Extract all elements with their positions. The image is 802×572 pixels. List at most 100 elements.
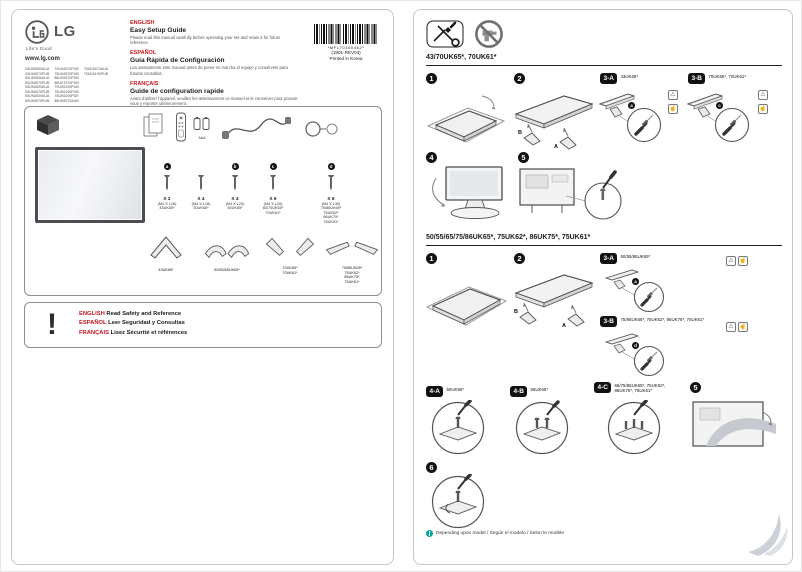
model-list: 43UK6500AUA 43UK6570PUB 50UK6500AUA 50UK… [25, 67, 108, 103]
s1-step3b-diagram: c [686, 88, 754, 146]
s2-step4c-label: 65/75/86UK65*, 75UK62*, 86UK75*, 75UK61* [614, 383, 666, 394]
model-list-col2: 70UK6570PUB 75UK6570PUB 86UK6570PUB 86UK… [54, 67, 79, 103]
safety-text: Leer Seguridad y Consultas [108, 320, 185, 327]
s2-step6-diagram [430, 473, 486, 535]
stand-43-icon [150, 236, 182, 259]
intro-english-lang: ENGLISH [130, 20, 155, 26]
barcode-number: *MFL70300462* [327, 45, 365, 50]
model-list-col1: 43UK6500AUA 43UK6570PUB 50UK6500AUA 50UK… [25, 67, 50, 103]
s1-step2-diagram: B A [512, 88, 596, 154]
stand-label: 50/55/65UK65* [214, 268, 240, 272]
power-cord-icon [221, 113, 293, 148]
s2-step5-diagram [688, 396, 780, 459]
exclamation-icon: ! [47, 308, 57, 341]
screw-qty: X 2 [163, 197, 171, 202]
leg-letter-b: B [518, 130, 522, 136]
brand-wordmark: LG [54, 23, 76, 40]
s2-step4a-badge: 4-A [426, 386, 444, 397]
bird-illustration [744, 506, 790, 563]
safety-line-fr: FRANÇAIS Lisez Sécurité et références [79, 330, 187, 336]
s1-step3b-label: 70UK65*, 70UK61* [708, 74, 747, 79]
s1-step5-badge: 5 [518, 152, 529, 163]
safety-notice-panel: ! ENGLISH Read Safety and Reference ESPA… [24, 302, 382, 348]
leg-letter-b: B [514, 309, 518, 315]
s2-step4a-label: 50UK65* [446, 387, 465, 392]
safety-line-en: ENGLISH Read Safety and Reference [79, 311, 187, 317]
s1-step3a-label: 43UK65* [620, 74, 639, 79]
model-list-col3: 75UK6570AUA 75UK6190PUB [83, 67, 109, 76]
screw-spec: (M4 X L20) [225, 202, 245, 206]
s1-step3a-warnings: ⚠ ☝ [668, 90, 678, 114]
screw-group-d: d X 6 (M4 X L30) 75/86UK65* 75UK62* 86UK… [307, 155, 355, 224]
s1-step3a-screw-marker: a [628, 102, 635, 109]
remote-control-icon [175, 112, 187, 147]
stand-label: 75/86UK65* 75UK62* 86UK75* 75UK61* [341, 266, 363, 284]
s2-step3b-warnings: ⚠ ☝ [726, 322, 748, 332]
s2-step1-badge: 1 [426, 253, 437, 264]
intro-english-title: Easy Setup Guide [130, 27, 187, 34]
printed-in-label: Printed in Korea [329, 55, 363, 61]
s2-step4a-header: 4-A 50UK65* [426, 386, 464, 397]
s2-step5-badge: 5 [690, 382, 701, 393]
pinch-warning-icon: ⚠ [726, 256, 736, 266]
s2-step3b-badge: 3-B [600, 316, 618, 327]
s2-step4c-badge: 4-C [594, 382, 612, 393]
screw-qty: X 6 [269, 197, 277, 202]
section2-title: 50/55/65/75/86UK65*, 75UK62*, 86UK75*, 7… [426, 234, 591, 241]
leg-letter-a: A [562, 323, 566, 329]
safety-line-es: ESPAÑOL Leer Seguridad y Consultas [79, 320, 187, 326]
screw-icon [185, 173, 217, 196]
screw-qty: X 4 [197, 197, 205, 202]
s1-step1-badge: 1 [426, 73, 437, 84]
brand-website: www.lg.com [25, 56, 60, 62]
section2-rule [426, 245, 782, 247]
screw-qty: X 6 [327, 197, 335, 202]
intro-spanish-title: Guía Rápida de Configuración [130, 57, 225, 65]
s1-step2-badge: 2 [514, 73, 525, 84]
screw-group-a: a X 2 (M4 X L16) 43UK65* [151, 155, 183, 211]
pinch-warning-icon: ⚠ [668, 90, 678, 100]
s2-step4a-diagram [430, 399, 486, 461]
s2-step3a-warnings: ⚠ ☝ [726, 256, 748, 266]
screw-models: 43UK65* [159, 206, 175, 210]
batteries-icon: AAA [193, 116, 211, 140]
s2-step2-diagram: B A [512, 267, 596, 335]
safety-lang: FRANÇAIS [79, 329, 109, 336]
s1-step4-diagram [424, 164, 512, 229]
intro-spanish-lang: ESPAÑOL [130, 50, 157, 57]
pinch-warning-icon: ⚠ [758, 90, 768, 100]
s2-step3a-label: 50/55/65UK65* [620, 254, 651, 259]
stand-75-icon [325, 241, 379, 255]
stand-label: 43UK65* [158, 268, 174, 272]
model-dependency-note: Depending upon model / Según el modelo /… [426, 530, 564, 537]
screw-group-a2: X 4 (M4 X L16) 50UK65* [185, 155, 217, 211]
intro-spanish-body: Lea atentamente este manual antes de pon… [130, 65, 288, 76]
s2-step3a-diagram: a [604, 266, 672, 316]
screw-icon [151, 173, 183, 196]
safety-text: Read Safety and Reference [106, 311, 182, 317]
s2-step3a-badge: 3-A [600, 253, 618, 264]
tv-front-illustration [35, 147, 145, 223]
screw-marker-a: a [163, 163, 171, 170]
stand-70-icon [265, 237, 315, 256]
safety-lang: ESPAÑOL [79, 320, 107, 327]
section1-rule [426, 65, 782, 67]
hand-warning-icon: ☝ [738, 322, 748, 332]
s2-step4c-header: 4-C 65/75/86UK65*, 75UK62*, 86UK75*, 75U… [594, 382, 666, 393]
screw-models: 50UK65* [193, 206, 209, 210]
stand-50-55-65: 50/55/65UK65* [199, 231, 255, 273]
screw-icon [307, 173, 355, 196]
screw-group-b: b X 4 (M4 X L20) 55UK65* [219, 155, 251, 211]
screw-spec: (M4 X L30) [321, 202, 341, 206]
screw-models: 55UK65* [227, 206, 243, 210]
battery-type-label: AAA [198, 136, 206, 140]
intro-english-body: Please read this manual carefully before… [130, 35, 281, 46]
s2-step3b-screw-marker: d [632, 342, 639, 349]
s2-step4b-badge: 4-B [510, 386, 528, 397]
pinch-warning-icon: ⚠ [726, 322, 736, 332]
s2-step3b-diagram: d [604, 330, 672, 380]
section1-title: 43/70UK65*, 70UK61* [426, 54, 497, 61]
cable-holder-icon [303, 116, 343, 147]
revision-code: (1901-REV03) [331, 50, 361, 55]
